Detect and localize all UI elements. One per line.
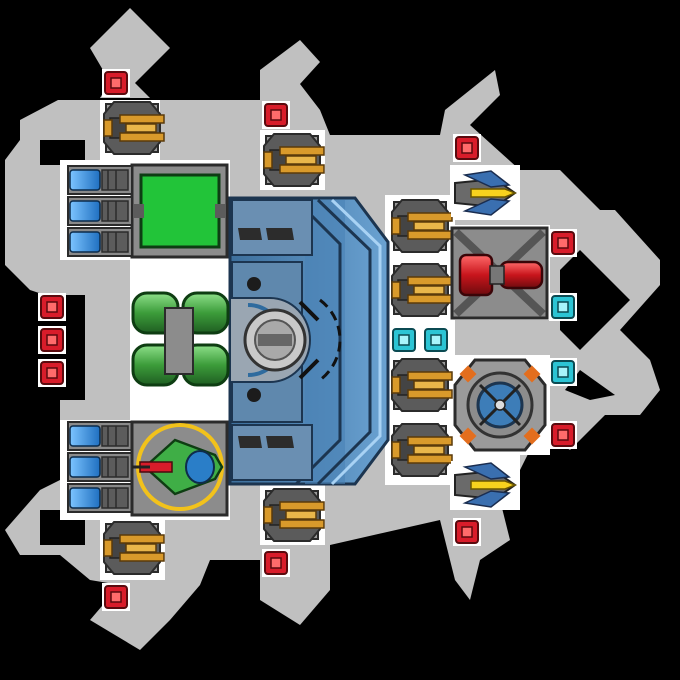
missile-icon bbox=[450, 460, 520, 510]
turret-icon bbox=[263, 133, 325, 187]
turret-icon bbox=[391, 423, 453, 477]
hangar-bay[interactable] bbox=[130, 420, 229, 517]
turret-icon bbox=[391, 199, 453, 253]
shield-generator[interactable] bbox=[130, 163, 229, 259]
turret-icon bbox=[263, 488, 325, 542]
red-engine[interactable] bbox=[450, 226, 549, 320]
gyro-wheel-icon bbox=[459, 365, 541, 445]
turret-icon bbox=[103, 521, 165, 575]
red-engine-icon bbox=[458, 253, 544, 297]
green-fighter-icon bbox=[132, 438, 224, 496]
turret-icon bbox=[391, 263, 453, 317]
turret-icon bbox=[391, 358, 453, 412]
green-shield-screen-icon bbox=[139, 173, 221, 249]
battery-bank-bottom bbox=[67, 421, 133, 513]
green-fuel-tank-icon bbox=[131, 291, 230, 387]
reactor-core bbox=[228, 196, 390, 486]
battery-bank-top bbox=[67, 165, 133, 257]
gyroscope[interactable] bbox=[453, 358, 547, 452]
missile-icon bbox=[450, 168, 520, 218]
thruster-pack[interactable] bbox=[131, 291, 230, 387]
turret-icon bbox=[103, 101, 165, 155]
